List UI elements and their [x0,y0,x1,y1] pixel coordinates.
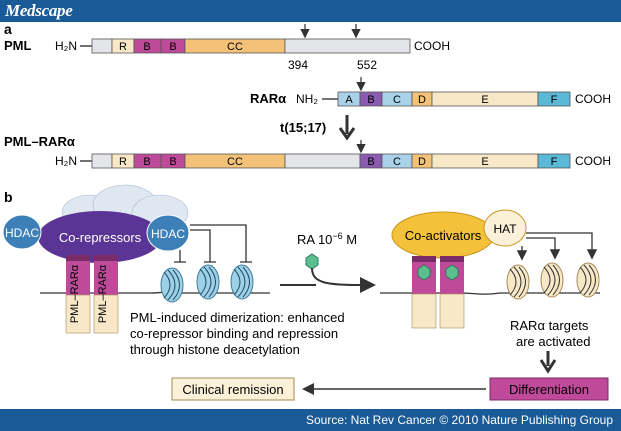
fusion-domain-f-label: F [551,156,558,168]
ra-concentration-label: RA 10−6 M [297,231,357,247]
pml-cterm: COOH [414,39,450,53]
differentiation-box [489,377,609,401]
fusion-protein-label-1: PML–RARα [69,264,81,323]
clinical-remission-box [171,377,295,401]
translocation-arrow [338,115,356,141]
panel-b-label: b [4,189,13,205]
bound-ra-icon-2 [445,264,459,281]
pml-domain-b2-label: B [169,41,176,53]
header-bar: Medscape [0,0,621,22]
ra-treatment-arrow [311,267,376,293]
hdac-right-body [146,214,190,252]
caption-line-3: through histone deacetylation [130,342,300,357]
fusion-linker-segment [284,153,361,169]
rara-cterm: COOH [575,92,611,106]
panel-a-label: a [4,21,12,37]
fusion-domain-f [537,153,571,169]
caption-line-1: PML-induced dimerization: enhanced [130,310,345,325]
fusion-domain-cc-label: CC [227,156,243,168]
fusion-domain-e-label: E [481,156,488,168]
caption-line-2: co-repressor binding and repression [130,326,338,341]
nucleosome-right-1 [506,264,530,300]
pml-domain-r-label: R [119,41,127,53]
corepressors-body [38,211,162,263]
nucleosome-right-3 [576,262,600,298]
bound-ra-icon-1 [417,264,431,281]
corepressors-label: Co-repressors [59,230,142,245]
pml-break-label-394: 394 [288,58,308,72]
fusion-cterm: COOH [575,154,611,168]
pml-domain-b1-label: B [143,41,150,53]
fusion-spacer-segment [91,153,113,169]
fusion-domain-b2-label: B [169,156,176,168]
repression-lines [174,224,252,263]
pml-domain-cc-label: CC [227,41,243,53]
pml-cterm-segment [284,38,411,54]
rara-domain-f [537,91,571,107]
targets-line-2: are activated [516,334,590,349]
rara-nterm: NH₂ [296,92,318,106]
activation-arrows [516,232,598,261]
nucleosome-right-2 [540,262,564,298]
fusion-name: PML–RARα [4,134,75,149]
medscape-logo: Medscape [5,1,73,20]
hdac-left-label: HDAC [5,226,39,240]
differentiation-arrow [539,351,557,374]
pml-break-label-552: 552 [357,58,377,72]
pml-nterm: H₂N [55,39,77,53]
fusion-nterm: H₂N [55,154,77,168]
rara-domain-c-label: C [393,94,401,106]
hdac-right-label: HDAC [151,227,185,241]
differentiation-label: Differentiation [509,382,589,397]
nucleosome-left-2 [196,264,220,300]
rara-domain-d-label: D [418,94,426,106]
rara-domain-e-label: E [481,94,488,106]
rara-domain-f-label: F [551,94,558,106]
fusion-domain-r-label: R [119,156,127,168]
targets-line-1: RARα targets [510,318,589,333]
pml-spacer-segment [91,38,113,54]
coactivators-label: Co-activators [405,228,482,243]
hat-body [483,209,527,247]
clinical-remission-label: Clinical remission [182,382,283,397]
fusion-domain-b1-label: B [143,156,150,168]
pml-name: PML [4,38,32,53]
rara-domain-b-label: B [367,94,374,106]
hdac-left-body [2,214,42,250]
fusion-domain-b-rara-label: B [367,156,374,168]
fusion-domain-c-label: C [393,156,401,168]
source-credit: Source: Nat Rev Cancer © 2010 Nature Pub… [305,413,613,427]
nucleosome-left-1 [160,267,184,303]
fusion-domain-d-label: D [418,156,426,168]
fusion-protein-label-2: PML–RARα [97,264,109,323]
retinoic-acid-icon [305,253,319,270]
footer-bar: Source: Nat Rev Cancer © 2010 Nature Pub… [0,409,621,431]
nucleosome-left-3 [230,264,254,300]
hat-label: HAT [493,222,517,236]
translocation-label: t(15;17) [280,120,326,135]
activated-dimer [411,256,465,329]
rara-domain-a-label: A [345,94,353,106]
rara-name: RARα [250,91,286,106]
pml-rara-dimer [65,255,119,334]
